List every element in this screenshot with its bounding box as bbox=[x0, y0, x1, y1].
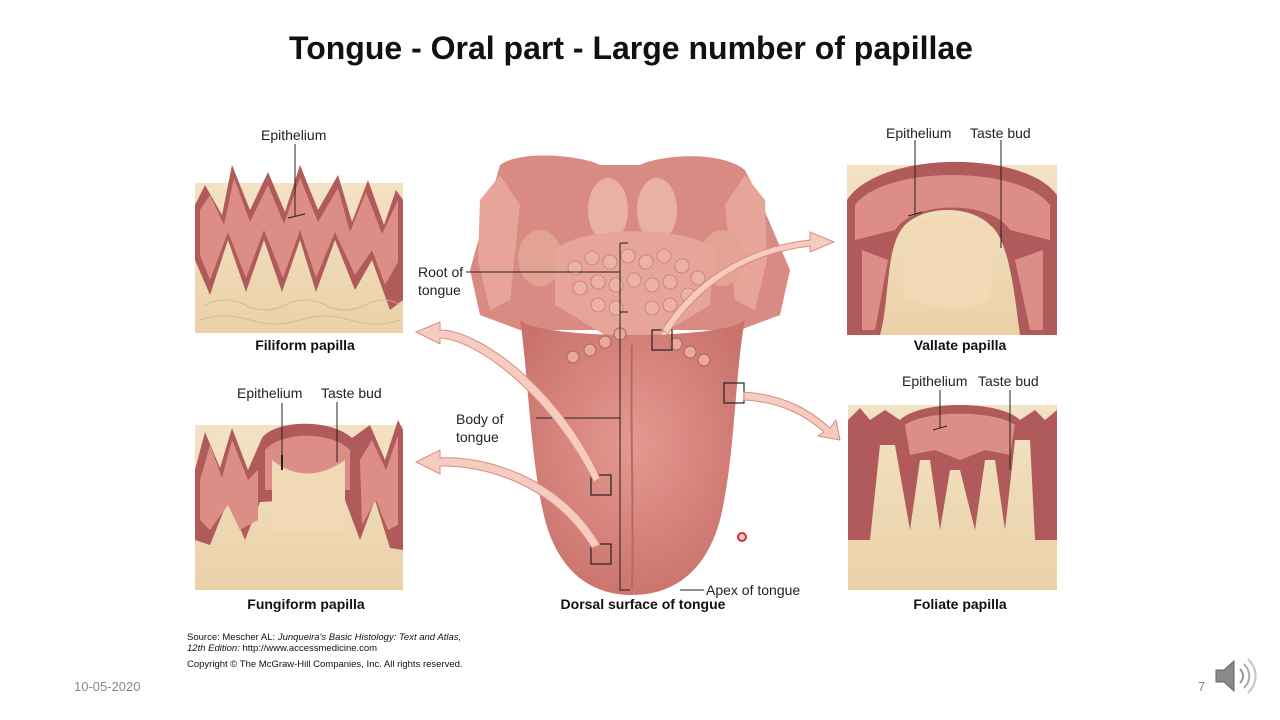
foliate-taste-bud-label: Taste bud bbox=[978, 373, 1039, 389]
source-edition: 12th Edition: bbox=[187, 643, 240, 654]
copyright-notice: Copyright © The McGraw-Hill Companies, I… bbox=[187, 659, 463, 670]
body-of-tongue-label-1: Body of bbox=[456, 411, 504, 427]
apex-of-tongue-label: Apex of tongue bbox=[706, 582, 800, 598]
dorsal-surface-caption: Dorsal surface of tongue bbox=[561, 596, 726, 612]
source-citation: Source: Mescher AL: Junqueira's Basic Hi… bbox=[187, 632, 517, 670]
root-of-tongue-label-1: Root of bbox=[418, 264, 463, 280]
body-of-tongue-label-2: tongue bbox=[456, 429, 499, 445]
epiglottis-left bbox=[588, 178, 628, 242]
filiform-papilla-caption: Filiform papilla bbox=[255, 337, 355, 353]
root-of-tongue-label-2: tongue bbox=[418, 282, 461, 298]
pointer-arrows bbox=[414, 231, 841, 549]
foliate-epithelium-label: Epithelium bbox=[902, 373, 967, 389]
fungiform-taste-bud-label: Taste bud bbox=[321, 385, 382, 401]
slide-title: Tongue - Oral part - Large number of pap… bbox=[289, 30, 973, 66]
epiglottis-right bbox=[637, 178, 677, 242]
fungiform-epithelium-label: Epithelium bbox=[237, 385, 302, 401]
pointer-dot bbox=[737, 532, 747, 542]
vallate-papilla-panel: Epithelium Taste bud Vallate papilla bbox=[847, 125, 1057, 353]
vallate-taste-bud-label: Taste bud bbox=[970, 125, 1031, 141]
foliate-papilla-caption: Foliate papilla bbox=[913, 596, 1007, 612]
fungiform-papilla-panel: Epithelium Taste bud Fungiform papilla bbox=[195, 385, 403, 612]
filiform-epithelium-label: Epithelium bbox=[261, 127, 326, 143]
speaker-icon[interactable] bbox=[1212, 656, 1258, 696]
vallate-epithelium-label: Epithelium bbox=[886, 125, 951, 141]
foliate-papilla-panel: Epithelium Taste bud Foliate papilla bbox=[848, 373, 1057, 612]
source-book: Junqueira's Basic Histology: Text and At… bbox=[277, 632, 462, 643]
tongue-bracket-lines bbox=[466, 242, 704, 591]
filiform-papilla-panel: Epithelium Filiform papilla bbox=[195, 127, 403, 353]
vallate-papilla-caption: Vallate papilla bbox=[914, 337, 1007, 353]
fungiform-papilla-caption: Fungiform papilla bbox=[247, 596, 365, 612]
source-url[interactable]: http://www.accessmedicine.com bbox=[239, 643, 378, 654]
source-prefix: Source: Mescher AL: bbox=[187, 632, 278, 643]
slide-date: 10-05-2020 bbox=[74, 679, 141, 694]
slide-number: 7 bbox=[1198, 679, 1206, 694]
